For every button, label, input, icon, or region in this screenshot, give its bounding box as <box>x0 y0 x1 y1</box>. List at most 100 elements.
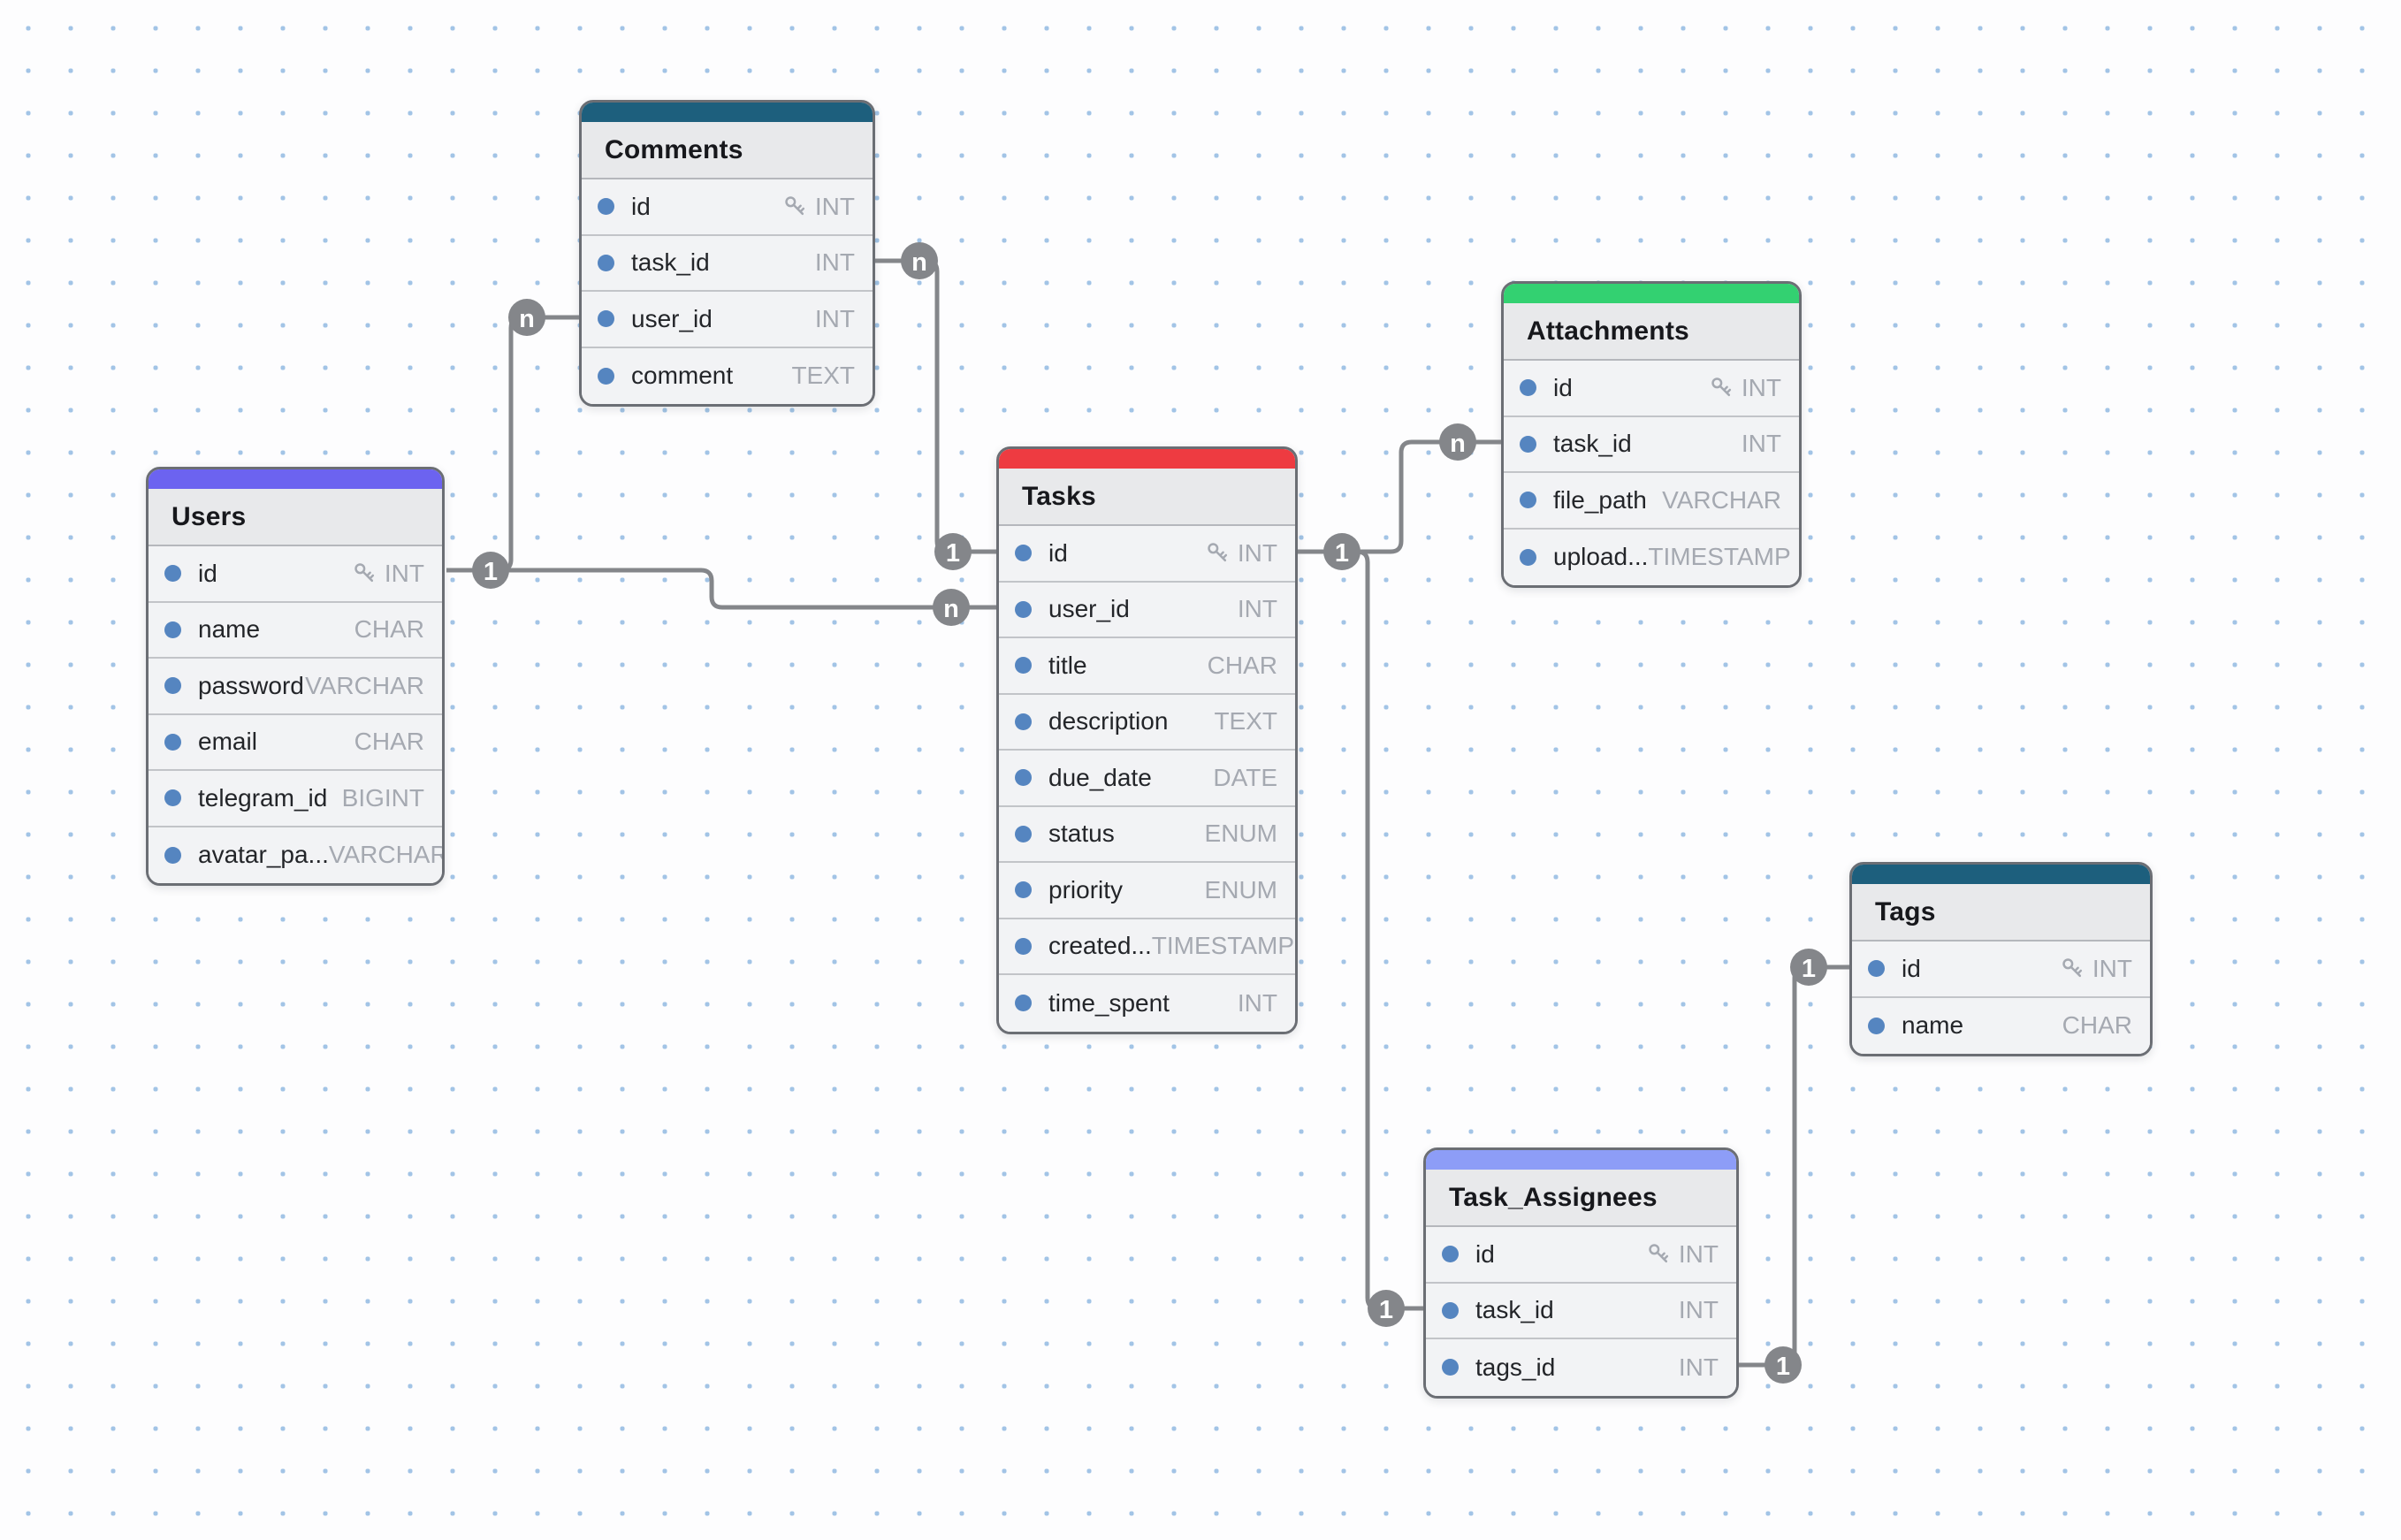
field-type: DATE <box>1213 763 1277 791</box>
primary-key-icon <box>2062 958 2082 978</box>
field-dot-icon <box>1015 769 1032 787</box>
field-type: INT <box>2092 954 2132 982</box>
cardinality-badge-circle <box>1765 1346 1802 1384</box>
field-name: password <box>198 671 304 699</box>
table-header[interactable]: Task_Assignees <box>1426 1170 1736 1227</box>
table-accent-bar <box>1852 865 2150 884</box>
field-type: TEXT <box>1214 707 1277 736</box>
cardinality-badge-circle <box>901 242 938 279</box>
field-name: file_path <box>1553 485 1647 514</box>
field-dot-icon <box>1015 600 1032 618</box>
table-header[interactable]: Comments <box>582 122 873 179</box>
relationship-line-tasks-id-to-task_assignees-task_id[interactable] <box>1298 549 1423 1311</box>
field-name: user_id <box>631 304 713 332</box>
cardinality-badge-label: 1 <box>484 558 498 586</box>
cardinality-badge-label: n <box>943 595 959 623</box>
field-name: comment <box>631 362 734 390</box>
field-row-upload[interactable]: upload...TIMESTAMP <box>1504 529 1799 585</box>
cardinality-badge-circle <box>934 533 972 570</box>
table-accent-bar <box>1504 284 1799 303</box>
cardinality-badge-label: n <box>1450 430 1466 458</box>
field-name: id <box>1048 538 1068 567</box>
field-name: task_id <box>1475 1296 1554 1324</box>
cardinality-badge-circle <box>933 589 970 626</box>
table-accent-bar <box>999 449 1295 469</box>
relationship-line-tasks-id-to-attachments-task_id[interactable] <box>1298 439 1501 554</box>
field-type: INT <box>814 248 855 277</box>
cardinality-badge-circle <box>1439 423 1476 461</box>
field-row-avatar_pa[interactable]: avatar_pa...VARCHAR <box>149 827 442 883</box>
field-dot-icon <box>1015 713 1032 730</box>
table-header[interactable]: Tasks <box>999 469 1295 526</box>
field-name: status <box>1048 820 1115 848</box>
field-type: ENUM <box>1204 875 1277 903</box>
relationship-line-task_assignees-tags_id-to-tags-id[interactable] <box>1739 964 1849 1368</box>
field-row-created[interactable]: created...TIMESTAMP <box>999 919 1295 975</box>
field-type: TEXT <box>791 362 855 390</box>
primary-key-icon <box>785 196 804 216</box>
table-header[interactable]: Attachments <box>1504 303 1799 361</box>
table-header[interactable]: Users <box>149 489 442 546</box>
field-dot-icon <box>1520 492 1536 509</box>
relationship-line-comments-user_id-to-users-id[interactable] <box>446 315 579 573</box>
field-dot-icon <box>1015 657 1032 675</box>
cardinality-badge-label: 1 <box>946 539 960 568</box>
cardinality-badge-label: 1 <box>1776 1353 1790 1381</box>
field-dot-icon <box>598 254 614 271</box>
table-title: Attachments <box>1527 316 1689 346</box>
field-name: title <box>1048 651 1087 679</box>
field-row-id[interactable]: id INT <box>1852 942 2150 998</box>
cardinality-badge-label: n <box>519 305 535 333</box>
relationship-line-comments-task_id-to-tasks-id[interactable] <box>875 258 996 554</box>
table-title: Users <box>172 501 247 531</box>
table-title: Tags <box>1875 896 1936 926</box>
field-type: INT <box>1237 595 1277 623</box>
field-name: email <box>198 728 257 756</box>
field-row-comment[interactable]: comment TEXT <box>582 347 873 404</box>
field-type: TIMESTAMP <box>1648 543 1791 571</box>
table-accent-bar <box>1426 1150 1736 1170</box>
field-name: name <box>198 615 261 644</box>
cardinality-badge: n <box>933 589 970 626</box>
cardinality-badge: n <box>508 299 545 336</box>
field-dot-icon <box>1015 825 1032 842</box>
field-name: id <box>1902 954 1921 982</box>
primary-key-icon <box>1649 1244 1668 1263</box>
relationship-line-users-id-to-tasks-user_id[interactable] <box>446 568 996 610</box>
field-dot-icon <box>164 733 181 751</box>
cardinality-badge: 1 <box>1790 949 1827 986</box>
cardinality-badge-circle <box>508 299 545 336</box>
table-accent-bar <box>582 103 873 122</box>
table-header[interactable]: Tags <box>1852 884 2150 942</box>
